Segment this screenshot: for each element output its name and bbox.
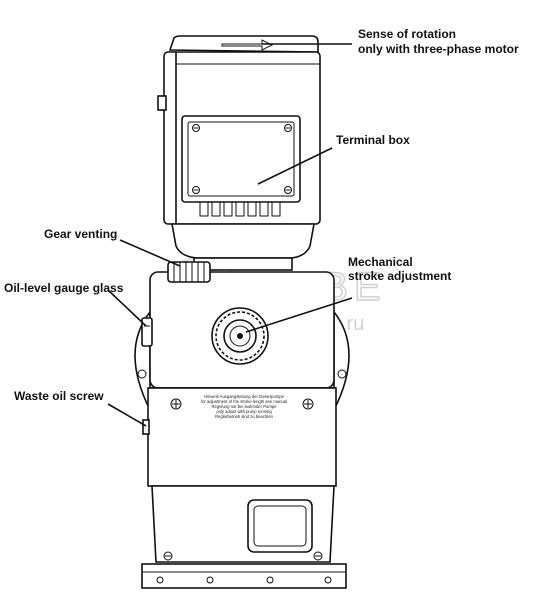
oil-level-gauge-glass [141,317,153,347]
gearbox: Hinweis Ausgangsleitung der Dosierpumpe … [134,257,350,589]
base-screw-icon [163,551,323,561]
label-gear-venting: Gear venting [44,227,117,241]
label-terminal-box: Terminal box [336,133,410,147]
plate-line-5: Reglerbetrieb sind zu beachten [215,414,274,419]
info-plate: Hinweis Ausgangsleitung der Dosierpumpe … [201,394,287,419]
plate-line-1: Hinweis Ausgangsleitung der Dosierpumpe [204,394,285,399]
plate-line-4: only adjust with pump running [216,409,272,414]
motor [157,35,321,259]
waste-oil-screw [142,419,150,435]
cooling-fins [199,201,281,217]
gear-venting-knob [167,261,211,283]
label-waste-oil: Waste oil screw [14,389,104,403]
label-rotation-line2: only with three-phase motor [358,42,519,56]
label-stroke-line2: stroke adjustment [348,269,451,283]
leader-lines [107,43,353,427]
terminal-box-screw-icon [192,124,292,194]
callout-labels: Sense of rotation only with three-phase … [4,27,519,403]
stroke-adjustment-knob [211,307,269,365]
label-rotation-line1: Sense of rotation [358,27,456,41]
terminal-box [181,115,301,203]
label-stroke-line1: Mechanical [348,255,413,269]
plate-line-2: for adjustment of the stroke length see … [201,399,287,404]
plate-line-3: Regelung nur bei laufender Pumpe [212,404,278,409]
housing-screw-icon [170,398,314,410]
label-oil-level: Oil-level gauge glass [4,281,124,295]
